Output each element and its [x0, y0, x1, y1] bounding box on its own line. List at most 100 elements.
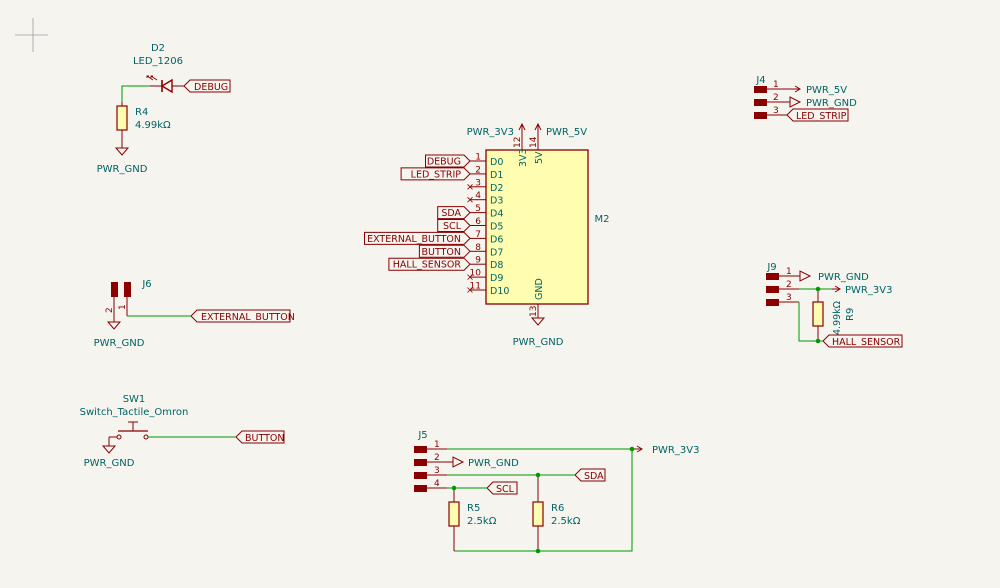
j6-pin-2	[111, 282, 118, 297]
m2-net-label-flag[interactable]	[425, 154, 471, 168]
m2-net-label-text: SCL	[443, 221, 462, 232]
led-symbol	[160, 78, 173, 94]
m2-net-label-flag[interactable]	[437, 219, 471, 232]
switch-sw1[interactable]: SW1 Switch_Tactile_Omron PWR_GND BUTTON	[80, 394, 285, 469]
j9-pin-num-2: 2	[786, 280, 792, 290]
j4-net-gnd: PWR_GND	[806, 98, 857, 109]
m2-net-label-flag[interactable]	[437, 206, 471, 220]
m2-pin-num-13: 13	[529, 306, 539, 317]
button-label-flag[interactable]	[235, 430, 285, 444]
j4-net-led-strip: LED_STRIP	[796, 111, 847, 122]
j5-net-3v3: PWR_3V3	[652, 445, 699, 456]
no-connect-icon	[467, 287, 473, 293]
led-d2[interactable]: D2 LED_1206 DEBUG	[133, 43, 231, 94]
no-connect-icon	[467, 184, 473, 190]
j4-reference: J4	[755, 75, 765, 86]
m2-body	[485, 149, 589, 305]
j6-net-label: EXTERNAL_BUTTON	[201, 312, 295, 323]
j9-reference: J9	[766, 262, 776, 273]
resistor-r5[interactable]: R5 2.5kΩ	[448, 488, 497, 551]
debug-label-flag[interactable]	[183, 79, 231, 93]
m2-power-5v-label: PWR_5V	[546, 127, 587, 138]
external-button-label-flag[interactable]	[190, 309, 291, 323]
wire-d2-r4	[121, 85, 150, 102]
wire-j9-pin3	[798, 302, 823, 342]
connector-j5[interactable]: J5 1 2 3 4 PWR_GND PWR_3V3 SDA SCL	[414, 430, 699, 495]
m2-pin-label: D10	[490, 286, 509, 297]
j9-pin-1	[766, 273, 779, 280]
power-arrow-icon	[790, 85, 801, 93]
module-m2[interactable]: M2 PWR_3V3 PWR_5V 12 14 3V3 5V 13 GND PW…	[364, 122, 610, 348]
m2-pin-num-12: 12	[513, 137, 523, 148]
junction-dot	[535, 472, 541, 478]
sw1-reference: SW1	[123, 394, 146, 405]
m2-pin-number: 3	[475, 178, 481, 188]
led-emission-arrows-icon	[146, 75, 158, 81]
resistor-r9[interactable]: 4.99kΩ R9	[812, 289, 856, 341]
r5-body	[448, 501, 460, 527]
m2-pin-label-3v3: 3V3	[518, 148, 529, 167]
scl-label-flag[interactable]	[486, 481, 518, 495]
resistor-r6[interactable]: R6 2.5kΩ	[532, 475, 581, 551]
m2-net-label-text: EXTERNAL_BUTTON	[367, 234, 461, 245]
r4-gnd-label: PWR_GND	[97, 164, 148, 175]
j9-pin-2	[766, 286, 779, 293]
j5-pin-num-2: 2	[434, 453, 440, 463]
j4-pin-1	[754, 86, 767, 93]
m2-pin-number: 6	[475, 217, 481, 227]
m2-net-label-flag[interactable]	[418, 244, 471, 258]
m2-pin-label: D7	[490, 247, 503, 258]
j6-pin-1	[124, 282, 131, 297]
sw1-gnd-label: PWR_GND	[84, 458, 135, 469]
j5-pin-3	[414, 472, 427, 479]
m2-pin-number: 4	[475, 191, 481, 201]
m2-net-label-text: BUTTON	[422, 247, 462, 258]
power-flag-icon	[452, 456, 465, 468]
connector-j4[interactable]: J4 1 2 3 PWR_5V PWR_GND LED_STRIP	[754, 75, 857, 122]
j5-pin-4	[414, 485, 427, 492]
m2-pin-label: D4	[490, 209, 503, 220]
m2-net-label-flag[interactable]	[388, 257, 471, 271]
power-arrow-icon	[832, 285, 841, 293]
m2-pin-number: 10	[470, 269, 482, 279]
debug-label-text: DEBUG	[194, 82, 228, 93]
r4-value: 4.99kΩ	[135, 120, 171, 131]
m2-pin-label: D0	[490, 157, 503, 168]
m2-pin-number: 1	[475, 153, 481, 163]
j4-net-5v: PWR_5V	[806, 85, 847, 96]
cursor-crosshair-icon	[15, 18, 48, 52]
ground-icon	[530, 317, 546, 326]
r5-value: 2.5kΩ	[467, 516, 497, 527]
connector-j6[interactable]: J6 2 1 PWR_GND EXTERNAL_BUTTON	[94, 279, 295, 349]
ground-icon	[101, 445, 117, 454]
resistor-r4[interactable]: R4 4.99kΩ PWR_GND	[97, 102, 171, 175]
m2-net-label-flag[interactable]	[364, 231, 471, 245]
j5-pin-num-3: 3	[434, 466, 440, 476]
j4-pin-3	[754, 112, 767, 119]
power-arrow-icon	[534, 122, 542, 131]
sw1-value: Switch_Tactile_Omron	[80, 407, 189, 418]
m2-pin-number: 11	[470, 282, 481, 292]
m2-net-label-text: SDA	[441, 208, 461, 219]
led-strip-label-flag[interactable]	[786, 108, 849, 122]
hall-sensor-label-flag[interactable]	[822, 334, 903, 348]
m2-pin-number: 8	[475, 243, 481, 253]
m2-net-label-flag[interactable]	[400, 167, 471, 181]
j4-pin-2	[754, 99, 767, 106]
j5-pin-1	[414, 446, 427, 453]
j6-pin-num-1: 1	[118, 304, 128, 310]
m2-net-label-text: DEBUG	[427, 157, 461, 168]
m2-pin-num-14: 14	[529, 136, 539, 148]
sda-label-flag[interactable]	[574, 468, 606, 482]
junction-dot	[451, 485, 457, 491]
j9-net-gnd: PWR_GND	[818, 272, 869, 283]
j4-pin-num-1: 1	[773, 80, 779, 90]
r5-reference: R5	[467, 503, 480, 514]
no-connect-icon	[467, 274, 473, 280]
r9-body	[812, 301, 824, 327]
connector-j9[interactable]: J9 1 2 3 PWR_GND PWR_3V3 HALL_SENSOR	[766, 262, 903, 348]
m2-pin-label: D8	[490, 260, 503, 271]
m2-pin-number: 5	[475, 204, 481, 214]
